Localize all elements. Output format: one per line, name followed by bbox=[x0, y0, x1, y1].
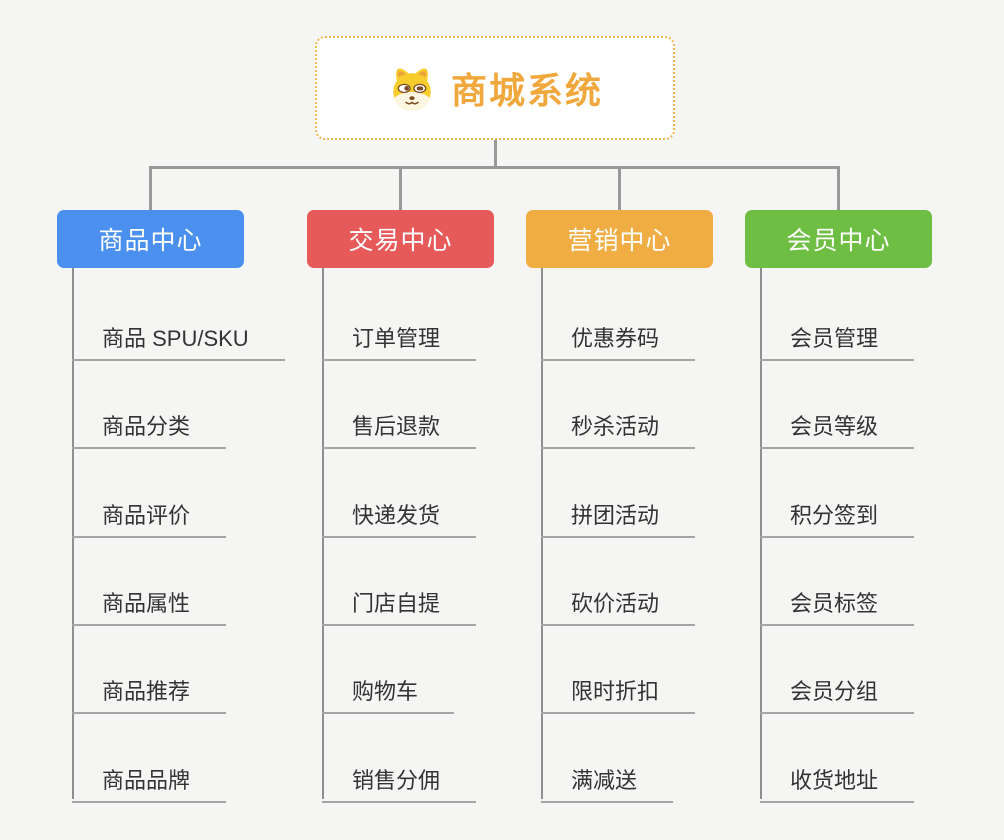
sub-item[interactable]: 砍价活动 bbox=[541, 580, 696, 626]
sub-item[interactable]: 购物车 bbox=[322, 668, 455, 714]
branch-label: 商品中心 bbox=[98, 227, 203, 255]
branch-node[interactable]: 商品中心 bbox=[57, 210, 244, 268]
sub-item[interactable]: 会员等级 bbox=[760, 403, 915, 449]
connector-bus bbox=[149, 166, 840, 169]
sub-item[interactable]: 会员分组 bbox=[760, 668, 915, 714]
sub-item[interactable]: 商品品牌 bbox=[72, 757, 227, 803]
subtree-line bbox=[72, 268, 74, 799]
sub-item[interactable]: 满减送 bbox=[541, 757, 674, 803]
sub-item[interactable]: 拼团活动 bbox=[541, 492, 696, 538]
branch-label: 营销中心 bbox=[567, 227, 672, 255]
dog-mascot-icon bbox=[387, 63, 437, 113]
branch-label: 会员中心 bbox=[786, 227, 891, 255]
branch-node[interactable]: 交易中心 bbox=[307, 210, 494, 268]
subtree-line bbox=[322, 268, 324, 799]
connector-drop bbox=[837, 166, 840, 213]
sub-item[interactable]: 商品 SPU/SKU bbox=[72, 315, 285, 361]
sub-item[interactable]: 限时折扣 bbox=[541, 668, 696, 714]
sub-item[interactable]: 销售分佣 bbox=[322, 757, 477, 803]
connector-drop bbox=[149, 166, 152, 213]
sub-item[interactable]: 秒杀活动 bbox=[541, 403, 696, 449]
root-title: 商城系统 bbox=[450, 70, 603, 111]
sub-item[interactable]: 订单管理 bbox=[322, 315, 477, 361]
sub-item[interactable]: 售后退款 bbox=[322, 403, 477, 449]
sub-item[interactable]: 会员标签 bbox=[760, 580, 915, 626]
branch-node[interactable]: 营销中心 bbox=[526, 210, 713, 268]
connector-drop bbox=[399, 166, 402, 213]
branch-node[interactable]: 会员中心 bbox=[745, 210, 932, 268]
sub-item[interactable]: 优惠券码 bbox=[541, 315, 696, 361]
sub-item[interactable]: 商品属性 bbox=[72, 580, 227, 626]
sub-item[interactable]: 商品评价 bbox=[72, 492, 227, 538]
subtree-line bbox=[541, 268, 543, 799]
branch-label: 交易中心 bbox=[348, 227, 453, 255]
sub-item[interactable]: 收货地址 bbox=[760, 757, 915, 803]
sub-item[interactable]: 快递发货 bbox=[322, 492, 477, 538]
root-node[interactable]: 商城系统 bbox=[315, 36, 675, 140]
sub-item[interactable]: 会员管理 bbox=[760, 315, 915, 361]
sub-item[interactable]: 积分签到 bbox=[760, 492, 915, 538]
connector-root-stem bbox=[493, 140, 497, 169]
subtree-line bbox=[760, 268, 762, 799]
connector-drop bbox=[618, 166, 621, 213]
sub-item[interactable]: 门店自提 bbox=[322, 580, 477, 626]
sub-item[interactable]: 商品推荐 bbox=[72, 668, 227, 714]
sub-item[interactable]: 商品分类 bbox=[72, 403, 227, 449]
